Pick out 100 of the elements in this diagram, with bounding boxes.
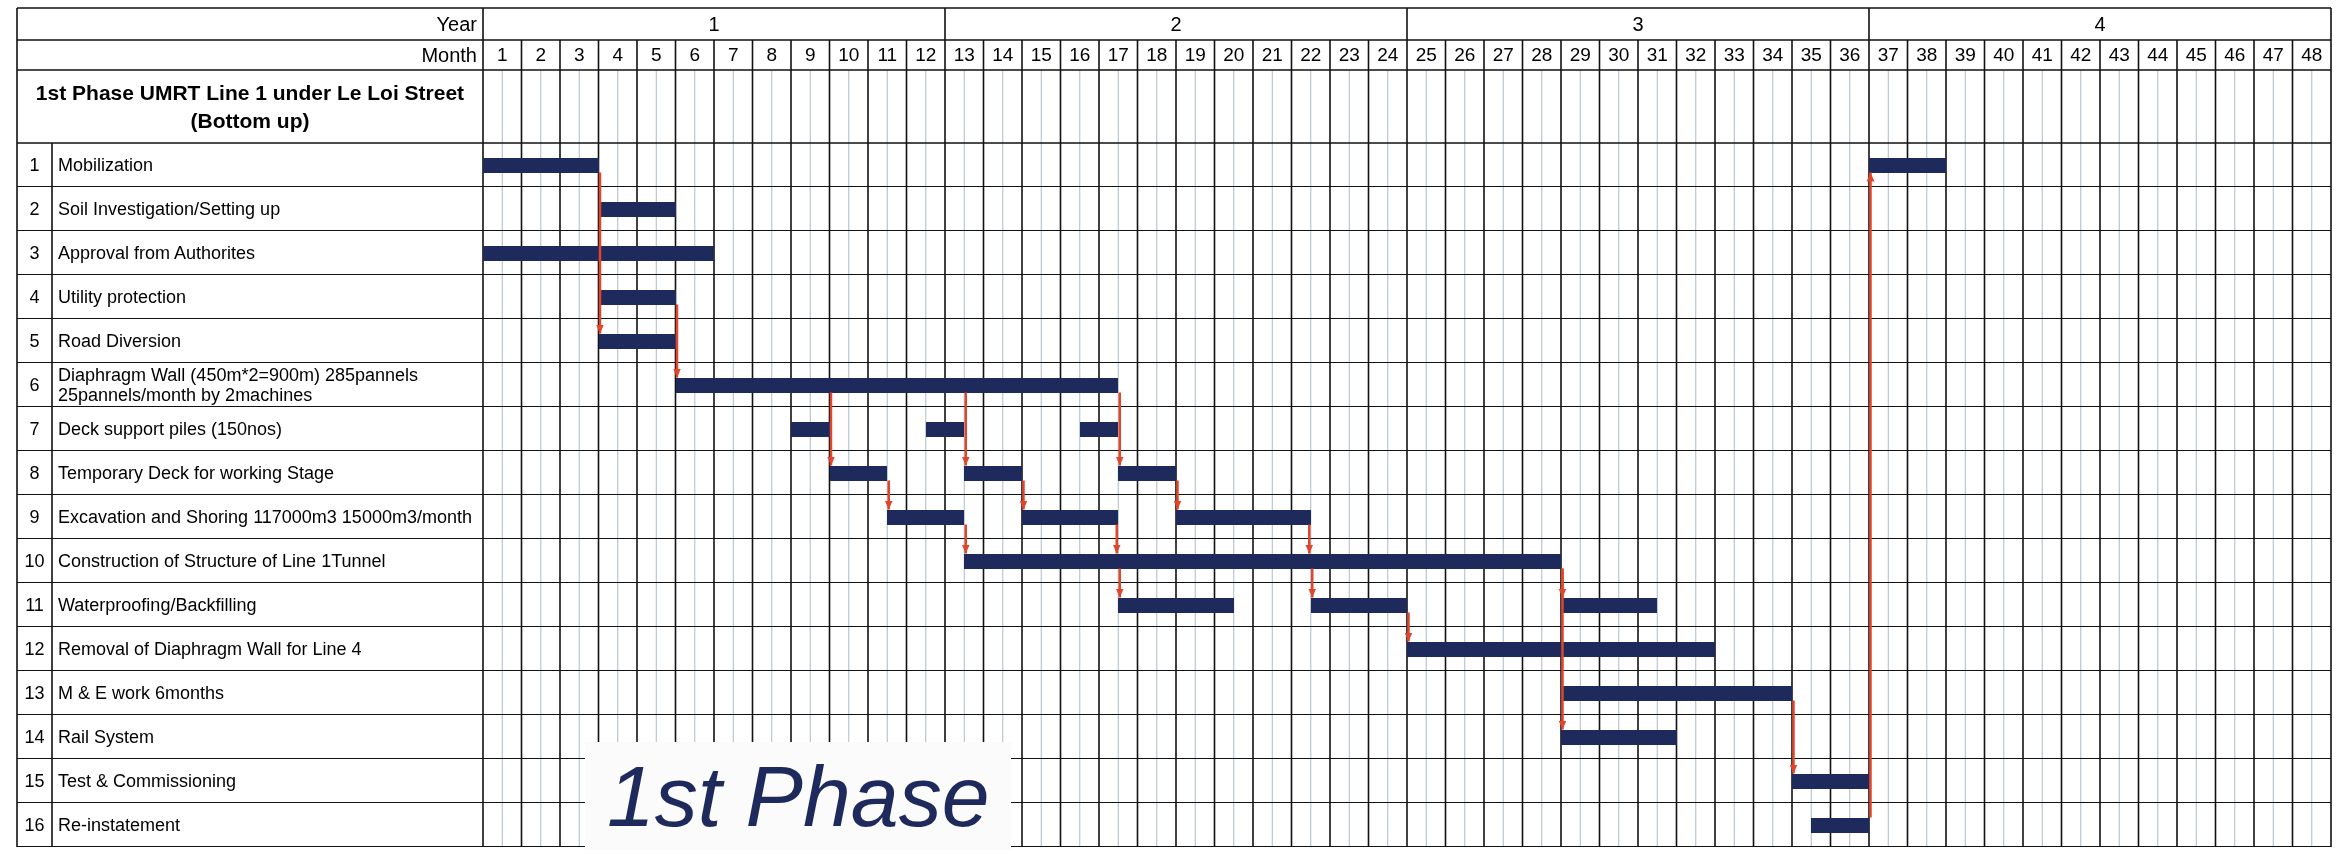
task-name: M & E work 6months [58,682,226,705]
month-number: 32 [1684,43,1708,67]
month-header: Month [420,42,477,68]
gantt-bar [483,245,714,261]
month-number: 9 [803,43,817,67]
month-number: 33 [1722,43,1746,67]
dependency-arrow [1112,524,1121,554]
month-number: 6 [688,43,702,67]
year-number: 3 [1631,11,1645,37]
month-number: 2 [534,43,548,67]
gantt-bar [964,553,1561,569]
month-number: 13 [952,43,976,67]
dependency-arrow [1558,568,1567,730]
table-title: 1st Phase UMRT Line 1 under Le Loi Street (Bottom up) [34,79,466,134]
month-number: 5 [649,43,663,67]
row-number: 16 [23,813,46,837]
row-number: 11 [24,593,45,617]
phase-label: 1st Phase [585,742,1012,850]
month-number: 26 [1453,43,1477,67]
month-number: 46 [2223,43,2247,67]
gantt-bar [1869,157,1946,173]
month-number: 12 [914,43,938,67]
month-number: 10 [837,43,861,67]
task-name: Diaphragm Wall (450m*2=900m) 285pannels 25pannels/month by 2machines [58,364,420,407]
gantt-bar [1561,685,1792,701]
task-name: Removal of Diaphragm Wall for Line 4 [58,638,363,661]
dependency-arrow [1866,172,1875,818]
dependency-arrow [884,480,893,510]
gantt-bar [1118,597,1234,613]
month-number: 4 [611,43,625,67]
row-number: 14 [23,725,46,749]
row-number: 12 [23,637,46,661]
row-number: 9 [28,505,41,529]
gantt-bar [1079,421,1119,437]
gantt-bar [1310,597,1407,613]
month-number: 22 [1299,43,1323,67]
month-number: 20 [1222,43,1246,67]
month-number: 48 [2300,43,2324,67]
task-name: Deck support piles (150nos) [58,418,284,441]
row-number: 6 [28,373,41,397]
row-number: 8 [28,461,41,485]
dependency-arrow [596,172,604,334]
month-number: 38 [1915,43,1939,67]
task-name: Mobilization [58,154,155,177]
gantt-bar [598,333,676,349]
dependency-arrow [1404,612,1413,642]
row-number: 2 [28,197,41,221]
month-number: 40 [1992,43,2016,67]
row-number: 4 [28,285,41,309]
gantt-bar [1561,597,1658,613]
month-number: 19 [1183,43,1207,67]
gantt-bar [1022,509,1119,525]
gantt-bar [925,421,965,437]
dependency-arrow [1305,524,1314,554]
month-number: 18 [1145,43,1169,67]
row-number: 15 [23,769,46,793]
gantt-bar [598,201,676,217]
month-number: 44 [2146,43,2170,67]
month-number: 3 [572,43,586,67]
dependency-arrow [961,392,970,466]
task-name: Excavation and Shoring 117000m3 15000m3/month [58,506,473,529]
month-number: 34 [1761,43,1785,67]
task-name: Soil Investigation/Setting up [58,198,282,221]
dependency-arrow [1115,392,1124,466]
dependency-arrow [827,392,835,466]
dependency-arrow [1115,568,1124,598]
month-number: 42 [2069,43,2093,67]
task-name: Rail System [58,726,156,749]
task-name: Approval from Authorites [58,242,257,265]
month-number: 16 [1068,43,1092,67]
month-number: 15 [1029,43,1053,67]
year-number: 1 [707,11,721,37]
dependency-arrow [961,524,970,554]
month-number: 30 [1607,43,1631,67]
gantt-bar [598,289,676,305]
row-number: 10 [23,549,46,573]
task-name: Re-instatement [58,814,182,837]
month-number: 31 [1645,43,1669,67]
month-number: 8 [765,43,779,67]
task-name: Temporary Deck for working Stage [58,462,336,485]
month-number: 41 [2030,43,2054,67]
month-number: 43 [2107,43,2131,67]
month-number: 21 [1260,43,1284,67]
gantt-bar [1561,729,1677,745]
dependency-arrow [1173,480,1182,510]
gantt-bar [1792,773,1869,789]
dependency-arrow [673,304,681,378]
year-header: Year [435,11,477,37]
year-number: 2 [1169,11,1183,37]
gantt-bar [829,465,888,481]
row-number: 13 [23,681,46,705]
dependency-arrow [1308,568,1317,598]
dependency-arrow [1019,480,1028,510]
gantt-bar [1407,641,1715,657]
month-number: 27 [1491,43,1515,67]
row-number: 5 [28,329,41,353]
row-number: 3 [28,241,41,265]
month-number: 7 [726,43,740,67]
gantt-bar [887,509,965,525]
month-number: 1 [495,43,509,67]
